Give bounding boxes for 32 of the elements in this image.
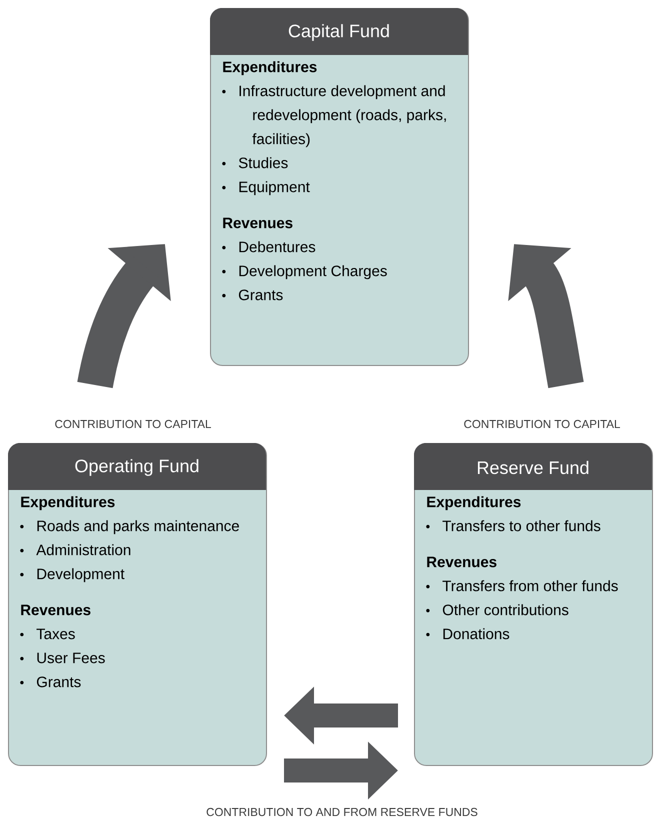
caption-label: CONTRIBUTION TO AND FROM RESERVE FUNDS <box>206 808 478 816</box>
block-arrow <box>508 244 584 388</box>
box-title: Capital Fund <box>288 24 389 41</box>
list-item: Studies <box>238 157 288 168</box>
section-heading: Revenues <box>427 556 496 568</box>
list-item: Infrastructure development and redevelopment (roads, parks, facilities) <box>240 85 446 148</box>
list-item: Other contributions <box>442 604 568 616</box>
section-heading: Expenditures <box>427 496 521 510</box>
section-heading: Expenditures <box>223 61 317 76</box>
box-title: Reserve Fund <box>478 460 588 474</box>
fund-box <box>414 443 653 766</box>
box-title: Operating Fund <box>75 459 198 476</box>
list-item: Development <box>37 568 124 582</box>
section-heading: Revenues <box>223 218 292 228</box>
list-item: Transfers to other funds <box>442 520 600 532</box>
section-heading: Revenues <box>21 604 90 616</box>
list-item: User Fees <box>37 652 105 664</box>
list-item: Donations <box>443 628 510 640</box>
list-item: Transfers from other funds <box>442 580 618 592</box>
list-item: Equipment <box>239 181 310 196</box>
list-item: Development Charges <box>239 265 387 280</box>
edge-label: CONTRIBUTION TO CAPITAL <box>464 420 620 428</box>
list-item: Administration <box>36 544 130 556</box>
list-item: Grants <box>36 676 81 688</box>
list-item: Grants <box>238 290 283 300</box>
list-item: Roads and parks maintenance <box>37 520 239 534</box>
list-item: Taxes <box>36 628 75 640</box>
edge-label: CONTRIBUTION TO CAPITAL <box>55 420 211 428</box>
fund-box <box>210 8 469 366</box>
fund-box <box>8 443 267 766</box>
section-heading: Expenditures <box>21 496 115 510</box>
list-item: Debentures <box>239 241 316 252</box>
